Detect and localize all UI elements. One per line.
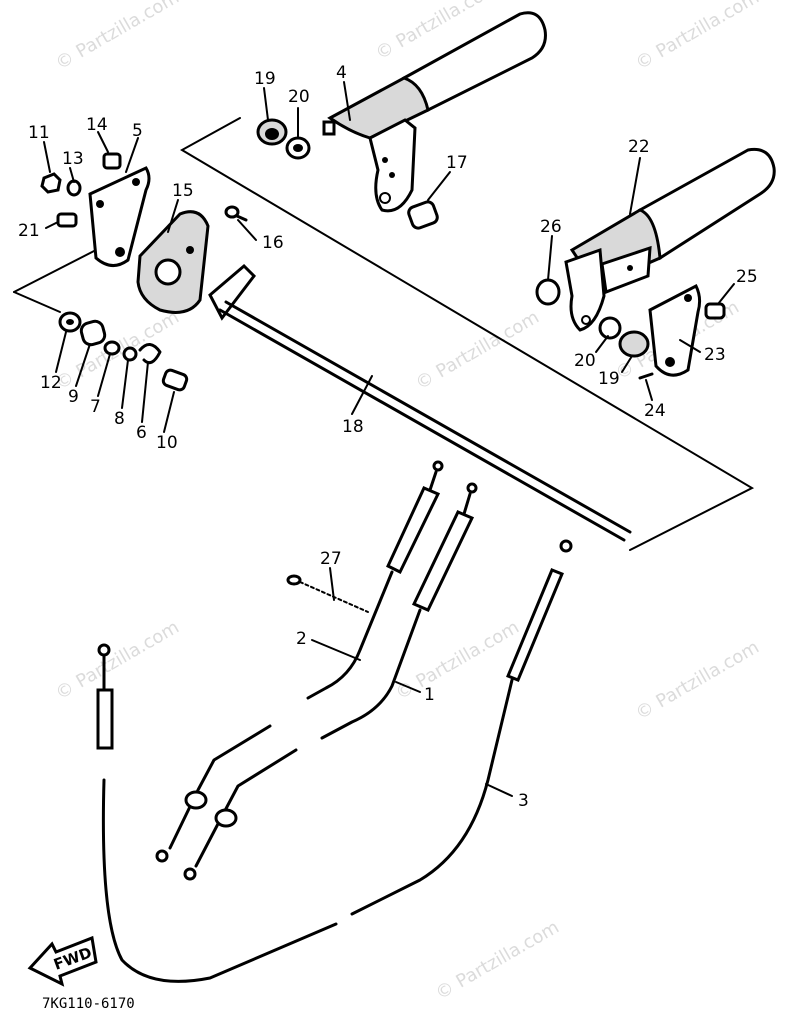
left-washer-20[interactable] [285,136,311,160]
callout-19-right: 19 [598,369,620,389]
bushing-26[interactable] [535,278,561,306]
callout-8: 8 [114,409,125,429]
callout-18: 18 [342,417,364,437]
watermark: © Partzilla.com [432,917,563,1005]
callout-25: 25 [736,267,758,287]
screw-16[interactable] [224,205,248,222]
callout-12: 12 [40,373,62,393]
callout-16: 16 [262,233,284,253]
right-washer-20[interactable] [598,316,622,340]
callout-3: 3 [518,791,529,811]
callout-19: 19 [254,69,276,89]
watermark: © Partzilla.com [632,637,763,725]
callout-1: 1 [424,685,435,705]
callout-26: 26 [540,217,562,237]
cable-1[interactable] [183,482,478,881]
callout-14: 14 [86,115,108,135]
callout-23: 23 [704,345,726,365]
watermark: © Partzilla.com [632,0,763,74]
left-collar-19[interactable] [256,118,288,146]
spacer-7[interactable] [103,340,121,356]
callout-27: 27 [320,549,342,569]
washer-12[interactable] [58,311,82,333]
watermark: © Partzilla.com [412,307,543,395]
nut-11[interactable] [40,172,62,194]
bolt-10[interactable] [161,368,189,392]
callout-7: 7 [90,397,101,417]
callout-9: 9 [68,387,79,407]
callout-15: 15 [172,181,194,201]
shaft-18[interactable] [208,263,632,542]
watermark: © Partzilla.com [52,617,183,705]
fwd-arrow: FWD [27,935,98,987]
callout-21: 21 [18,221,40,241]
pin-24[interactable] [638,372,654,380]
assembly-outline [13,117,755,551]
washer-8[interactable] [122,346,138,362]
bolt-25[interactable] [704,302,726,320]
callout-4: 4 [336,63,347,83]
cable-3[interactable] [96,539,573,983]
callout-11: 11 [28,123,50,143]
callouts: 11 13 14 5 21 15 16 19 20 4 17 12 9 7 8 … [18,63,758,811]
washer-13[interactable] [66,179,82,197]
callout-20-right: 20 [574,351,596,371]
cable-2[interactable] [155,460,444,863]
clip-6[interactable] [138,343,162,365]
right-collar-19[interactable] [618,330,650,358]
bushing-17[interactable] [407,200,439,230]
collar-9[interactable] [79,319,107,347]
callout-24: 24 [644,401,666,421]
throttle-housing-15[interactable] [136,210,210,314]
cable-tie-27[interactable] [286,574,369,613]
callout-2: 2 [296,629,307,649]
diagram-code: 7KG110-6170 [42,996,135,1012]
right-handlebar-grip[interactable] [564,147,776,332]
bracket-23[interactable] [648,283,702,377]
callout-5: 5 [132,121,143,141]
bolt-21[interactable] [56,212,78,228]
callout-22: 22 [628,137,650,157]
callout-13: 13 [62,149,84,169]
callout-20: 20 [288,87,310,107]
callout-10: 10 [156,433,178,453]
callout-17: 17 [446,153,468,173]
callout-6: 6 [136,423,147,443]
watermark: © Partzilla.com [52,0,183,74]
leader-lines [43,81,735,797]
left-handlebar-grip[interactable] [322,11,547,213]
bracket-5[interactable] [88,166,151,267]
screw-14[interactable] [102,152,122,170]
